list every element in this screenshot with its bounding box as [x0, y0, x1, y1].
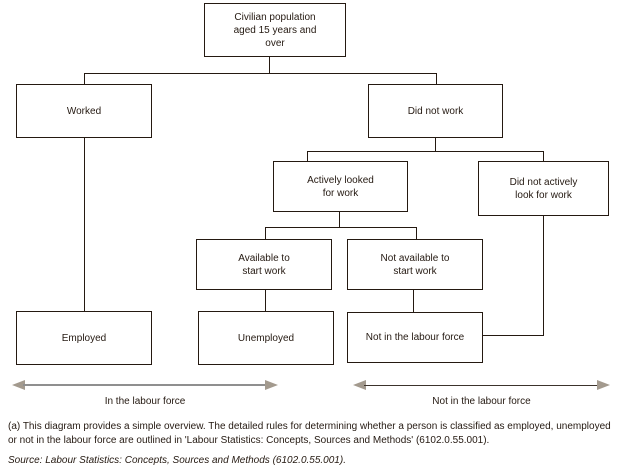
arrowhead-left-icon — [12, 380, 25, 390]
node-actively-looked-for-work: Actively looked for work — [273, 161, 408, 212]
arrowhead-right-icon — [265, 380, 278, 390]
not-in-labour-force-arrow — [353, 379, 610, 391]
connector-not-available-to-nilf — [413, 290, 414, 312]
node-employed: Employed — [16, 311, 152, 365]
connector-available-to-unemployed — [265, 290, 266, 311]
connector-to-worked — [84, 73, 85, 84]
arrowhead-right-icon — [597, 380, 610, 390]
connector-to-not-available — [416, 227, 417, 239]
connector-to-available — [265, 227, 266, 239]
node-did-not-actively-look-for-work: Did not actively look for work — [478, 161, 609, 216]
footnote-text: (a) This diagram provides a simple overv… — [8, 421, 611, 446]
node-civilian-population: Civilian population aged 15 years and ov… — [204, 3, 346, 57]
node-not-in-the-labour-force: Not in the labour force — [347, 312, 483, 363]
connector-level1-bar — [84, 73, 437, 74]
not-in-labour-force-label: Not in the labour force — [432, 396, 531, 407]
arrowhead-left-icon — [353, 380, 366, 390]
connector-level2-bar — [307, 151, 544, 152]
connector-did-not-actively-to-nilf — [483, 335, 544, 336]
in-labour-force-label: In the labour force — [104, 396, 186, 407]
connector-worked-to-employed — [84, 138, 85, 311]
connector-to-did-not-actively — [543, 151, 544, 161]
source-text: Source: Labour Statistics: Concepts, Sou… — [8, 455, 346, 466]
connector-did-not-work-stem — [435, 138, 436, 151]
connector-did-not-actively-down — [543, 216, 544, 336]
node-available-to-start-work: Available to start work — [196, 239, 332, 290]
arrow-shaft — [23, 384, 267, 386]
in-labour-force-arrow — [12, 379, 278, 391]
node-worked: Worked — [16, 84, 152, 138]
connector-to-did-not-work — [436, 73, 437, 84]
connector-to-actively-looked — [307, 151, 308, 161]
node-unemployed: Unemployed — [198, 311, 334, 365]
connector-actively-looked-stem — [339, 212, 340, 227]
arrow-shaft — [364, 385, 599, 386]
node-did-not-work: Did not work — [368, 84, 503, 138]
connector-civilian-stem — [269, 57, 270, 73]
node-not-available-to-start-work: Not available to start work — [347, 239, 483, 290]
connector-level3-bar — [265, 227, 417, 228]
